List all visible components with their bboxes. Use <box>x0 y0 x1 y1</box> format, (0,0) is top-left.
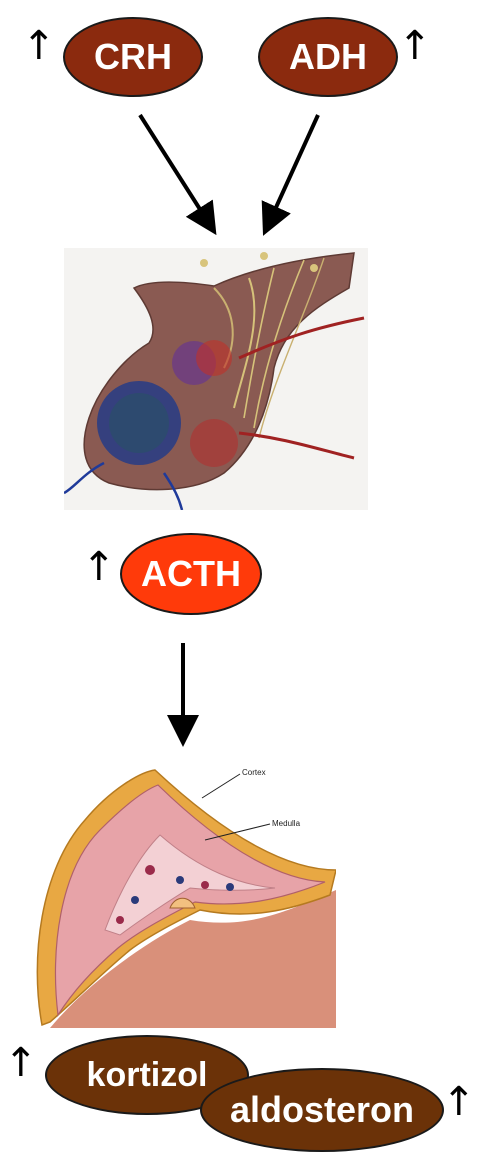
acth-oval: ACTH <box>120 533 262 615</box>
cortex-pointer <box>202 774 240 798</box>
aldosteron-oval: aldosteron <box>200 1068 444 1152</box>
acth-increase-arrow: ↑ <box>82 547 116 587</box>
adh-to-pituitary-arrow <box>268 115 318 225</box>
kortizol-increase-arrow: ↑ <box>4 1043 38 1083</box>
pituitary-illustration <box>64 248 368 510</box>
crh-to-pituitary-arrow <box>140 115 210 225</box>
cortex-label: Cortex <box>242 768 266 777</box>
medulla-label: Medulla <box>272 819 301 828</box>
aldosteron-increase-arrow: ↑ <box>442 1082 476 1122</box>
crh-oval: CRH <box>63 17 203 97</box>
adh-oval: ADH <box>258 17 398 97</box>
crh-increase-arrow: ↑ <box>22 26 56 66</box>
adh-increase-arrow: ↑ <box>398 26 432 66</box>
adrenal-gland-illustration: Cortex Medulla <box>30 760 336 1028</box>
